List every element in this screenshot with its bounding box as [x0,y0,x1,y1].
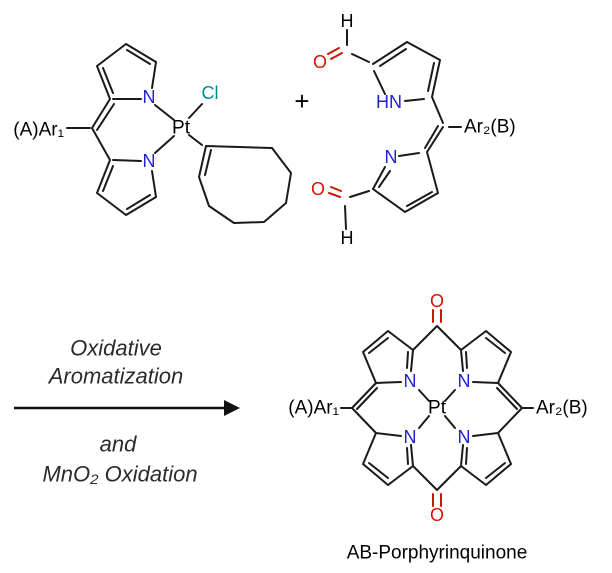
cod-ring [188,134,292,224]
quinone-co-bonds [432,309,442,507]
arrow-head [224,400,240,416]
platinum-label: Pt [172,118,191,139]
quinone-o-top-label: O [430,291,444,311]
plus-sign: + [294,86,309,116]
aryl1-label: (A)Ar₁ [13,120,64,141]
aldehyde-co-bonds [327,47,343,198]
reaction-arrow: Oxidative Aromatization and MnO₂ Oxidati… [14,336,240,487]
oxygen-bottom-label: O [311,179,325,199]
aryl2-label: Ar₂(B) [464,117,516,138]
product-aryl-left-label: (A)Ar₁ [288,398,339,419]
product-aryl-right-label: Ar₂(B) [536,398,588,419]
product-caption: AB-Porphyrinquinone [347,543,528,564]
reactant-dipyrrin-pt-cod: (A)Ar₁ N N Pt Cl [13,43,292,224]
product-platinum-label: Pt [428,398,447,419]
porphyrin-n-top-right-label: N [458,371,471,391]
porphyrin-n-bottom-left-label: N [404,427,417,447]
imine-n-label: N [385,147,398,167]
porphyrin-n-top-left-label: N [404,371,417,391]
nitrogen-bottom-label: N [143,151,156,171]
oxygen-top-label: O [313,52,327,72]
reactant-dipyrromethene-dialdehyde: H O HN Ar₂(B) N O H [311,11,516,248]
product-porphyrinquinone: O N N N N Pt (A)Ar₁ Ar₂(B) O AB-Porphyri… [288,291,587,564]
condition-line3: and [100,432,137,457]
quinone-o-bottom-label: O [430,505,444,525]
dipyrrin-bonds [66,43,203,216]
aldehyde-h-bottom-label: H [341,228,354,248]
nitrogen-top-label: N [143,87,156,107]
chloride-label: Cl [202,83,219,103]
aldehyde-h-top-label: H [341,11,354,31]
condition-line4: MnO₂ Oxidation [42,462,197,487]
porphyrin-bonds [340,325,534,491]
condition-line2: Aromatization [47,364,184,389]
condition-line1: Oxidative [70,336,162,361]
pyrrole-nh-label: HN [376,92,402,112]
dipyrromethene-bonds [344,29,462,230]
porphyrin-n-bottom-right-label: N [458,427,471,447]
